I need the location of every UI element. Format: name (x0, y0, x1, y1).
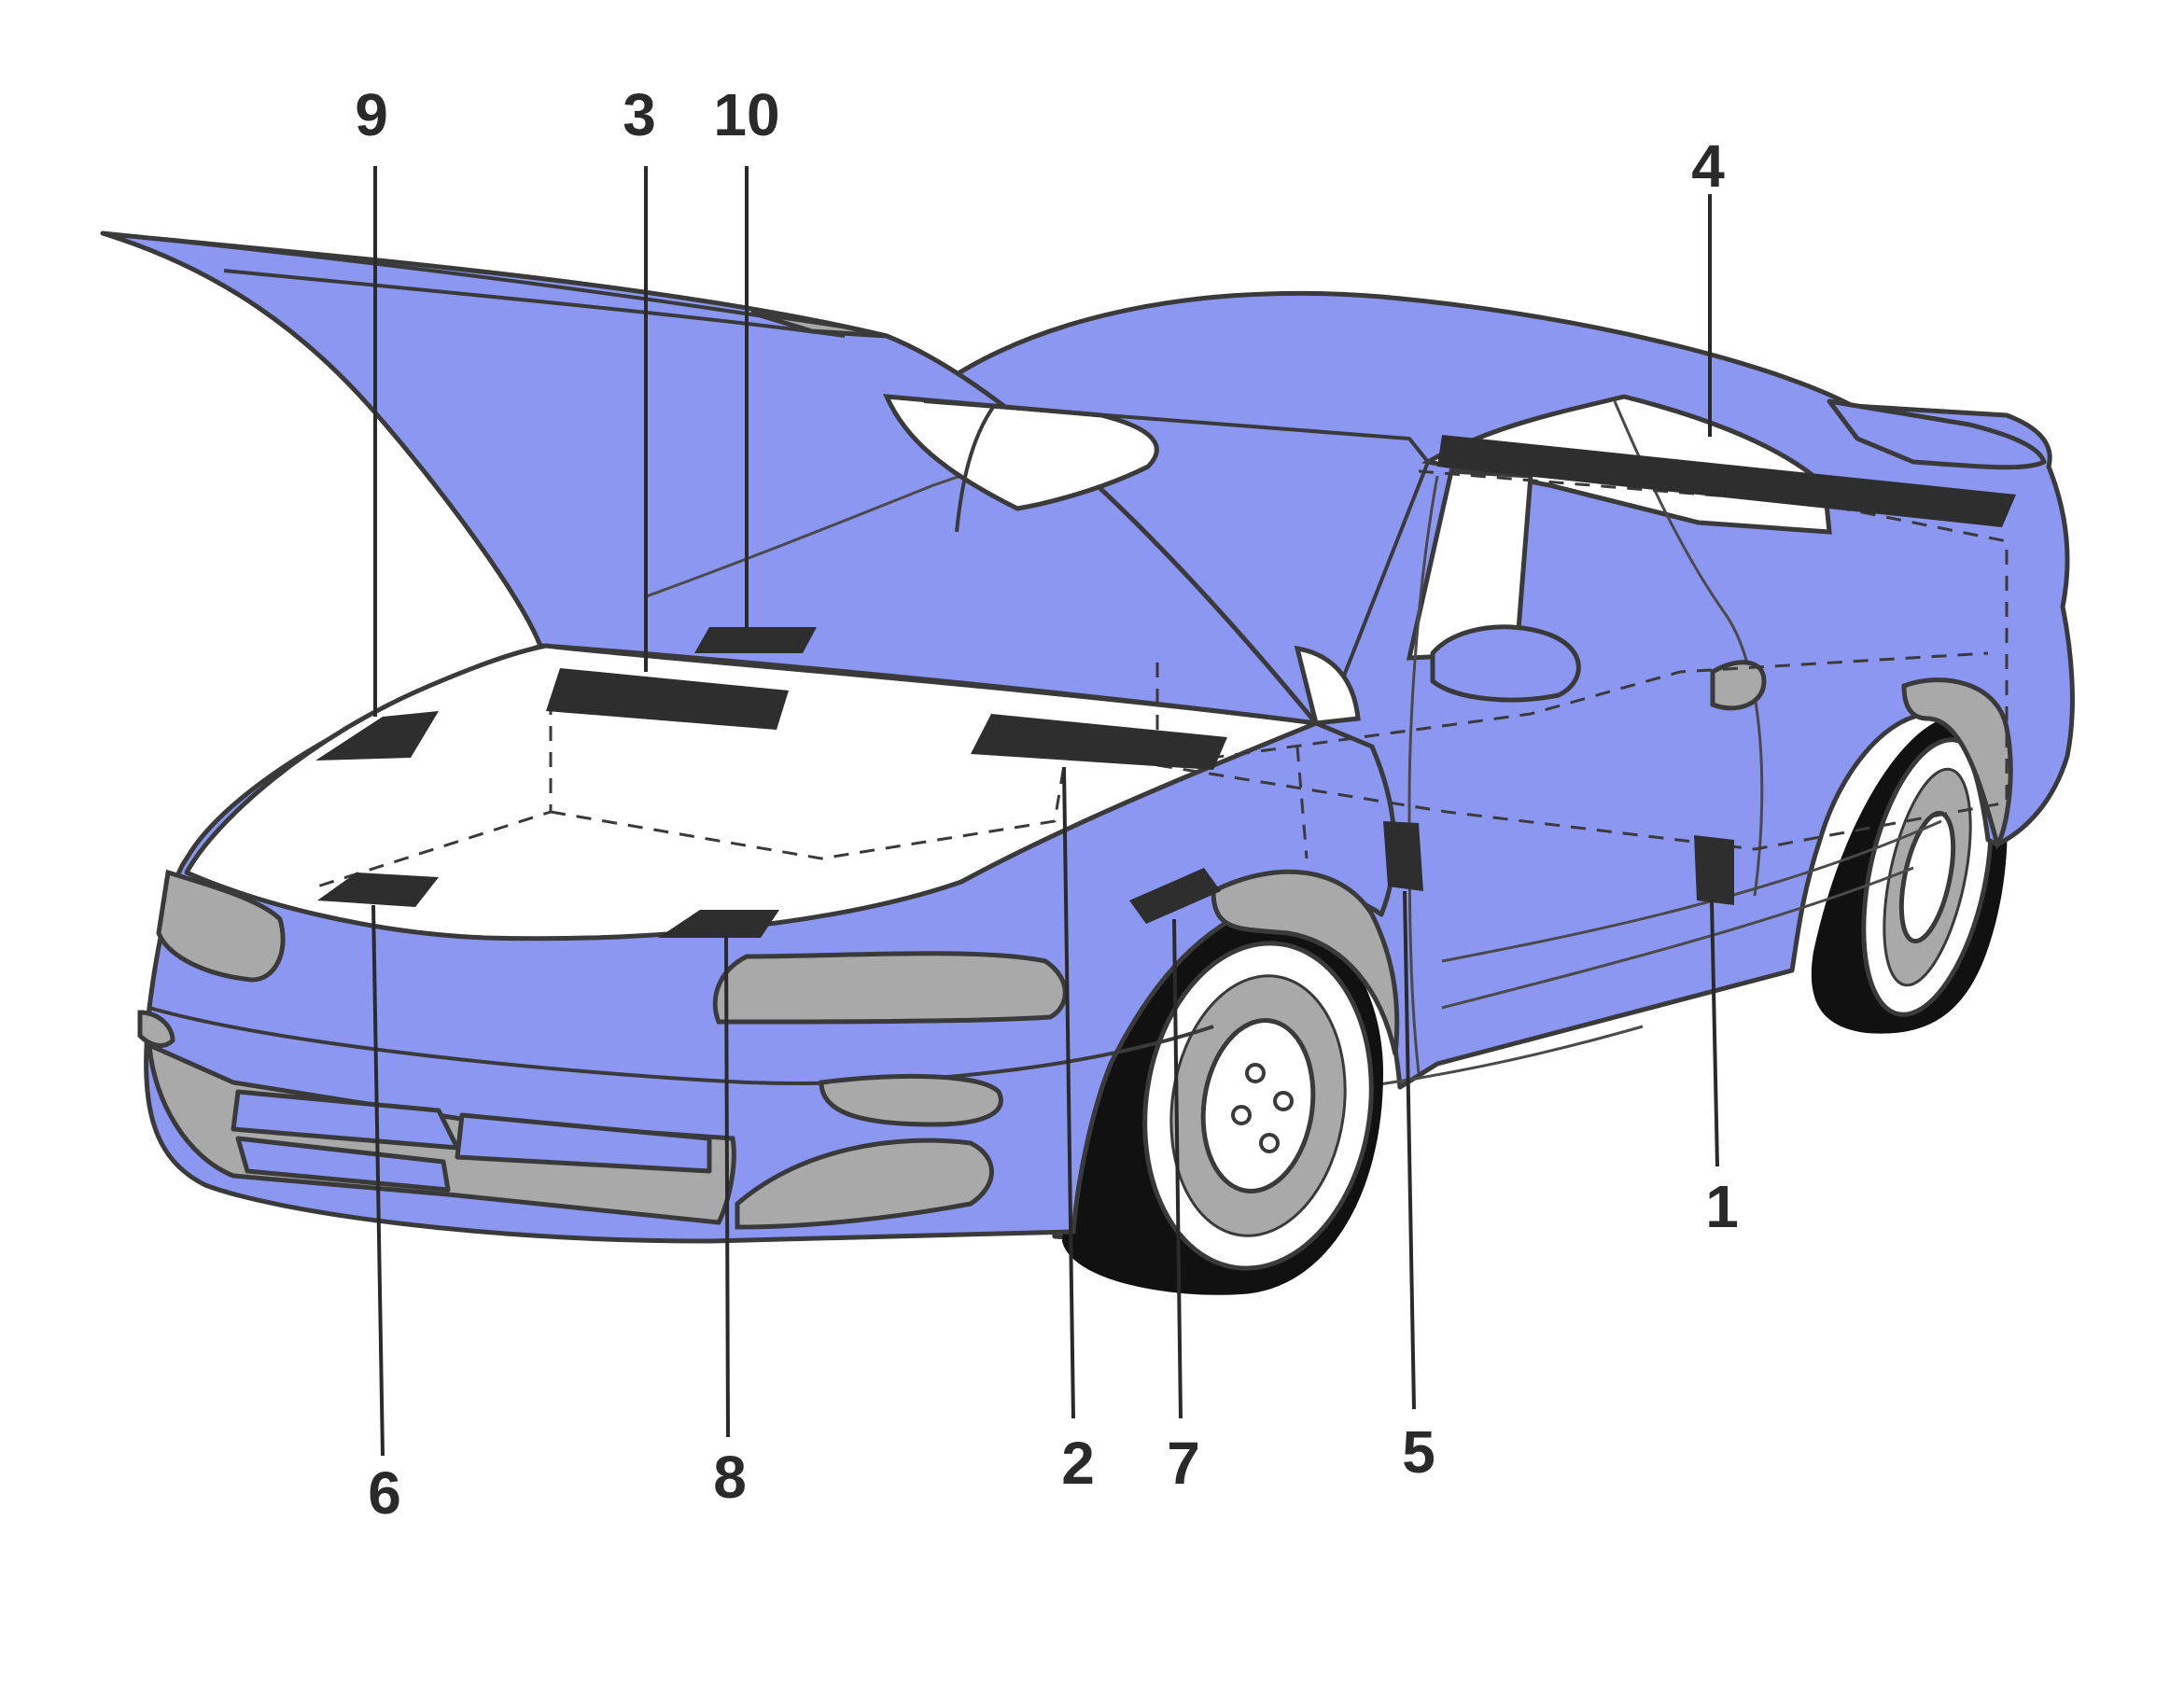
pad-7 (1129, 868, 1221, 924)
protection-pads (315, 627, 1734, 938)
pad-3 (546, 668, 789, 730)
pad-5 (1383, 821, 1423, 891)
pad-1 (1694, 835, 1734, 905)
callout-labels: 9 3 10 4 1 6 8 2 7 5 (355, 81, 1739, 1527)
callout-5: 5 (1402, 1418, 1435, 1486)
pad-4-roof-strip (1437, 435, 2016, 527)
callout-8: 8 (713, 1444, 747, 1511)
windshield (882, 394, 1431, 726)
callout-6: 6 (368, 1459, 401, 1527)
pad-9 (315, 711, 439, 761)
pad-10 (694, 627, 817, 653)
rear-wheel (1811, 716, 2008, 1034)
callout-3: 3 (623, 81, 656, 148)
pad-6 (317, 872, 439, 907)
car-body (917, 290, 2075, 1244)
leader-lines (371, 166, 1719, 1457)
pad-2 (971, 714, 1227, 770)
callout-7: 7 (1167, 1430, 1200, 1497)
callout-9: 9 (355, 81, 388, 148)
callout-10: 10 (713, 81, 779, 148)
callout-2: 2 (1061, 1430, 1095, 1497)
callout-4: 4 (1691, 133, 1725, 200)
callout-1: 1 (1705, 1173, 1739, 1240)
pad-8 (658, 910, 779, 938)
